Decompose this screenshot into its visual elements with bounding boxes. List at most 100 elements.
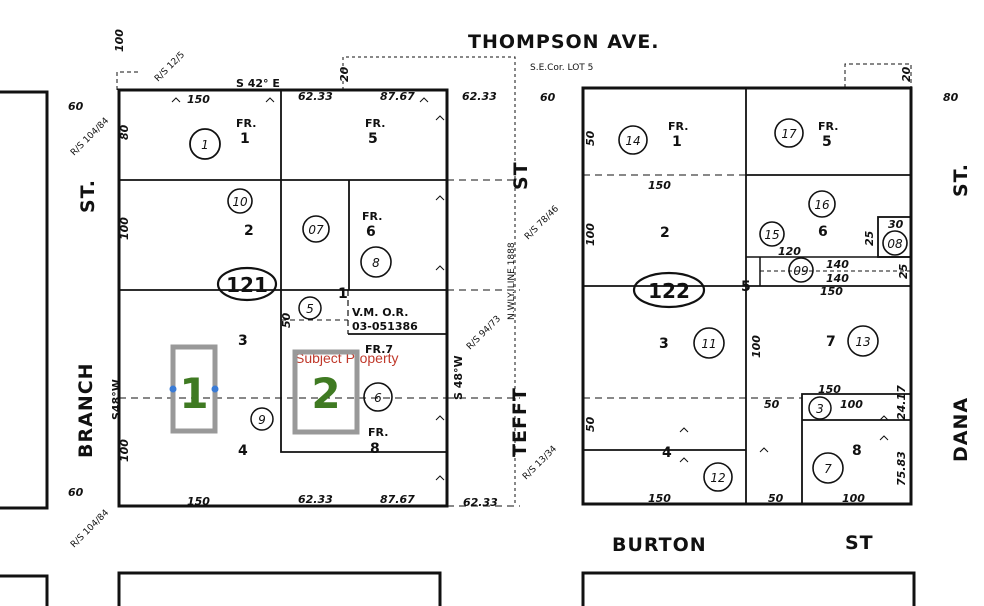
svg-text:7: 7 [826,334,836,350]
tick-marks [171,97,889,481]
svg-text:150: 150 [648,179,671,192]
se-corner-note: S.E.Cor. LOT 5 [530,63,593,73]
fr7-label: FR.7 [365,343,393,356]
subject-property-overlay: Subject Property 1 2 [169,344,399,435]
svg-text:R/S 104/84: R/S 104/84 [69,116,111,158]
street-branch: BRANCH [75,362,97,458]
svg-text:15: 15 [764,228,779,242]
nwly-line-note: N.WLY. LINE 1888 [507,242,517,320]
svg-text:50: 50 [768,492,784,505]
svg-text:100: 100 [113,29,126,52]
svg-text:2: 2 [660,225,670,241]
block-122 [581,63,913,506]
marker-parcel-1[interactable]: 1 [169,344,219,434]
svg-text:3: 3 [238,333,248,349]
svg-text:100: 100 [118,439,131,462]
svg-text:1: 1 [201,138,209,152]
svg-text:150: 150 [820,285,843,298]
svg-text:62.33: 62.33 [462,90,497,103]
svg-text:07: 07 [308,223,324,237]
svg-text:6: 6 [818,224,828,240]
svg-text:20: 20 [900,66,913,82]
svg-text:12: 12 [710,471,725,485]
svg-text:FR.: FR. [818,120,838,133]
svg-text:FR.: FR. [368,426,388,439]
svg-text:R/S 12/5: R/S 12/5 [153,50,187,84]
marker-parcel-2[interactable]: 2 [292,349,360,435]
svg-text:150: 150 [187,93,210,106]
svg-text:150: 150 [818,383,841,396]
svg-text:3: 3 [659,336,669,352]
svg-text:24.17: 24.17 [895,385,908,420]
svg-text:3: 3 [816,402,824,416]
svg-text:5: 5 [822,134,832,150]
svg-text:FR.: FR. [236,117,256,130]
doc-number: 03-051386 [352,320,418,333]
street-dana-st: ST. [950,163,972,197]
resize-handle-left[interactable] [169,385,177,393]
svg-text:80: 80 [118,124,131,140]
svg-text:62.33: 62.33 [463,496,498,509]
svg-text:20: 20 [338,66,351,82]
dimension-labels: 150 62.33 87.67 62.33 100 60 60 80 20 20… [68,29,959,509]
svg-text:5: 5 [368,131,378,147]
svg-text:60: 60 [68,486,84,499]
svg-text:75.83: 75.83 [895,451,908,486]
svg-text:50: 50 [584,416,597,432]
svg-text:14: 14 [625,134,640,148]
svg-text:100: 100 [750,335,763,358]
svg-text:80: 80 [943,91,959,104]
bearing-right: S 48°W [452,355,465,400]
svg-text:9: 9 [258,413,266,427]
svg-text:50: 50 [584,130,597,146]
svg-text:87.67: 87.67 [380,493,415,506]
svg-text:17: 17 [781,127,797,141]
svg-text:150: 150 [648,492,671,505]
svg-text:25: 25 [863,230,876,246]
svg-text:50: 50 [280,312,293,328]
svg-text:62.33: 62.33 [298,90,333,103]
svg-text:87.67: 87.67 [380,90,415,103]
svg-text:5: 5 [306,302,314,316]
svg-text:R/S 104/84: R/S 104/84 [69,508,111,550]
svg-text:7: 7 [824,462,832,476]
svg-text:13: 13 [855,335,870,349]
svg-text:4: 4 [662,445,672,461]
block-number-121: 121 [216,266,278,302]
svg-text:FR.: FR. [365,117,385,130]
svg-text:140: 140 [826,272,849,285]
svg-text:30: 30 [888,218,904,231]
svg-text:140: 140 [826,258,849,271]
marker-2-number: 2 [311,369,340,418]
svg-text:6: 6 [366,224,376,240]
svg-text:122: 122 [648,279,690,303]
svg-text:120: 120 [778,245,801,258]
street-branch-st: ST. [77,179,99,213]
svg-text:08: 08 [887,237,903,251]
svg-text:5: 5 [741,279,751,295]
svg-text:25: 25 [897,263,910,279]
svg-text:4: 4 [238,443,248,459]
svg-text:09: 09 [793,264,808,278]
svg-text:150: 150 [187,495,210,508]
lot-labels-block-122: 14 FR. 1 17 FR. 5 2 16 15 6 08 09 5 3 11… [618,118,908,492]
svg-text:6: 6 [374,391,382,405]
adjacent-block-outlines [0,90,916,606]
resize-handle-right[interactable] [211,385,219,393]
street-dana: DANA [950,397,972,462]
svg-text:FR.: FR. [668,120,688,133]
vm-or-label: V.M. O.R. [352,306,408,319]
svg-text:2: 2 [244,223,254,239]
svg-text:50: 50 [764,398,780,411]
svg-text:8: 8 [852,443,862,459]
svg-text:121: 121 [226,273,268,297]
bearing-left: S48°W [110,379,123,420]
svg-text:1: 1 [338,286,348,302]
street-burton: BURTON [612,534,707,556]
lot-labels-block-121: 1 FR. 1 FR. 5 10 2 07 FR. 6 8 3 5 9 4 6 … [189,117,393,459]
svg-text:60: 60 [540,91,556,104]
svg-text:16: 16 [814,198,830,212]
svg-text:1: 1 [240,131,250,147]
svg-text:11: 11 [701,337,716,351]
